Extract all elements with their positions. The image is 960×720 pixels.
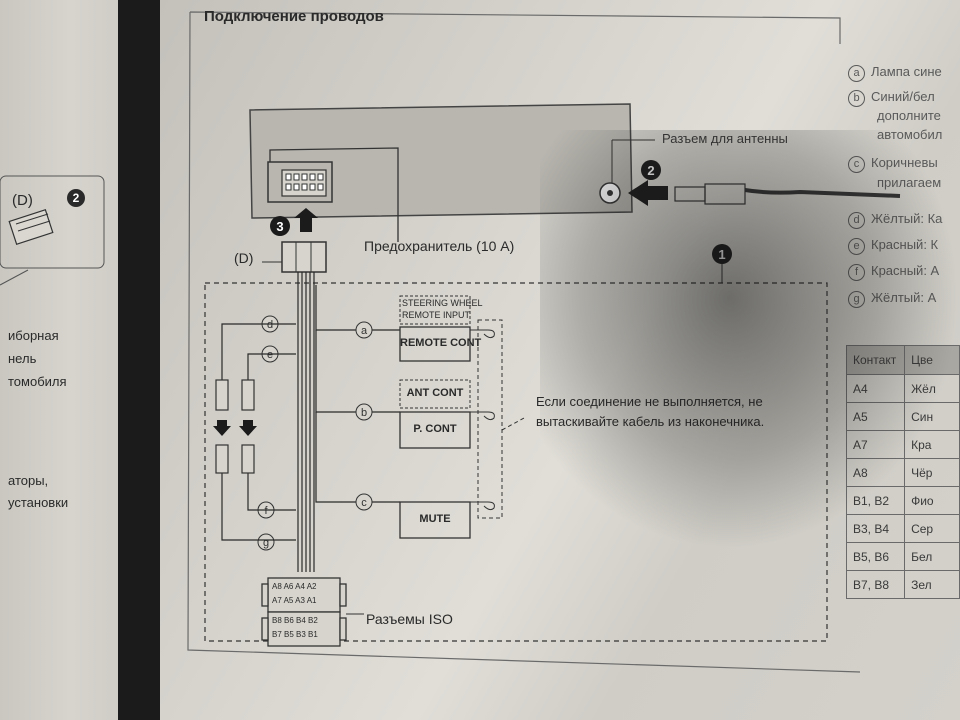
left-page <box>0 0 118 720</box>
left-line: томобиля <box>8 374 67 389</box>
legend-item: дополните <box>877 108 941 123</box>
iso-connectors <box>261 577 347 647</box>
note-line-1: Если соединение не выполняется, не <box>536 394 763 409</box>
table-cell: Кра <box>904 430 960 459</box>
table-cell: B3, B4 <box>845 514 906 543</box>
svg-text:f: f <box>264 505 268 517</box>
left-line: нель <box>8 351 37 366</box>
remote-cont-label: REMOTE CONT <box>400 337 482 349</box>
iso-connectors-label: Разъемы ISO <box>366 611 453 627</box>
table-cell: A8 <box>845 458 906 487</box>
svg-text:e: e <box>267 349 273 361</box>
table-header: Контакт <box>845 345 906 375</box>
antenna-connector-label: Разъем для антенны <box>662 131 788 146</box>
antenna-arrow <box>628 180 668 206</box>
note-line-2: вытаскивайте кабель из наконечника. <box>536 414 765 429</box>
left-d-label: (D) <box>12 192 33 209</box>
table-header: Цве <box>904 345 960 375</box>
left-connector-icon <box>8 208 54 246</box>
left-step2-marker <box>67 189 85 207</box>
table-header-row: Контакт Цве <box>845 345 960 375</box>
table-cell: A4 <box>845 374 906 403</box>
left-connector-box <box>0 175 105 269</box>
plug-d <box>281 241 327 273</box>
table-cell: B5, B6 <box>845 542 906 571</box>
table-cell: B7, B8 <box>845 570 906 599</box>
p-cont-label: P. CONT <box>413 423 457 435</box>
iso-pins-row: A8 A6 A4 A2 <box>272 582 317 591</box>
iso-pins-row: A7 A5 A3 A1 <box>272 596 317 605</box>
plug-d-label: (D) <box>234 250 254 266</box>
step3-arrow <box>294 208 318 232</box>
table-cell: Жёл <box>904 374 960 403</box>
svg-text:2: 2 <box>73 191 80 205</box>
table-cell: A7 <box>845 430 906 459</box>
svg-text:d: d <box>267 319 273 331</box>
svg-text:c: c <box>361 497 367 509</box>
svg-text:2: 2 <box>647 163 654 178</box>
table-cell: Фио <box>904 486 960 515</box>
svg-text:b: b <box>361 407 367 419</box>
table-cell: Чёр <box>904 458 960 487</box>
page-title: Подключение проводов <box>204 8 384 25</box>
ant-cont-label: ANT CONT <box>406 387 464 399</box>
svg-text:1: 1 <box>718 247 725 262</box>
legend-item: прилагаем <box>877 175 942 190</box>
svg-text:3: 3 <box>276 219 283 234</box>
legend-item: автомобил <box>877 127 943 142</box>
iso-pins-row: B7 B5 B3 B1 <box>272 630 318 639</box>
left-line: иборная <box>8 328 59 343</box>
iso-pins-row: B8 B6 B4 B2 <box>272 616 318 625</box>
steering-label-1: STEERING WHEEL <box>402 298 483 308</box>
table-cell: A5 <box>845 402 906 431</box>
fuse-label: Предохранитель (10 А) <box>364 238 515 254</box>
mute-label: MUTE <box>419 513 451 525</box>
left-line: установки <box>8 495 69 510</box>
svg-text:g: g <box>263 537 269 549</box>
table-cell: Зел <box>904 570 960 599</box>
table-cell: Бел <box>904 542 960 571</box>
table-cell: Сер <box>904 514 960 543</box>
head-unit <box>249 103 633 219</box>
table-cell: Син <box>904 402 960 431</box>
left-line: аторы, <box>8 473 49 488</box>
steering-label-2: REMOTE INPUT <box>402 310 471 320</box>
table-cell: B1, B2 <box>845 486 906 515</box>
svg-text:a: a <box>361 325 368 337</box>
